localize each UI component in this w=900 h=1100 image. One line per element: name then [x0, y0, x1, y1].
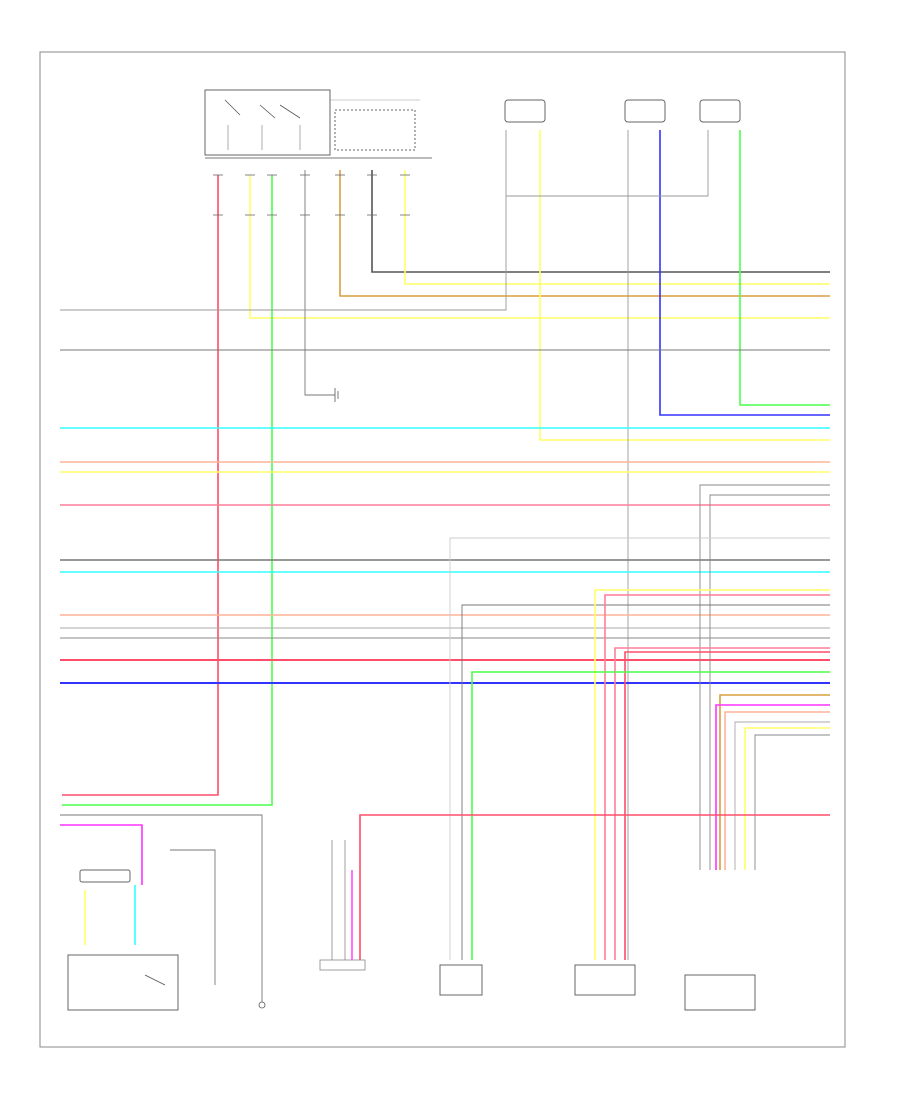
wire-right-lightgray: [449, 537, 830, 960]
wire-right-red: [624, 651, 830, 960]
ground-point: [258, 1001, 266, 1009]
wire-right-gray-low: [754, 734, 830, 870]
wire-gray-bottom: [60, 814, 263, 1005]
wire-right-gray-b: [709, 494, 830, 870]
wire-sensor3-green: [739, 130, 830, 406]
sensor-b: [574, 964, 636, 996]
wire-right-orange: [724, 711, 830, 870]
connector-stubs: [213, 174, 410, 216]
wire-right-green: [471, 671, 830, 960]
sensor-1: [504, 99, 546, 123]
system-select-switch: [67, 869, 179, 1011]
wire-green-main: [62, 175, 273, 806]
wire-tan: [339, 170, 830, 297]
sensor-a: [439, 964, 483, 996]
wire-gray-top: [371, 170, 830, 273]
wires: [60, 130, 830, 1005]
sensor-2: [624, 99, 666, 123]
combination-switch: [204, 89, 432, 159]
ground-symbol: [334, 388, 339, 402]
sensor-3: [699, 99, 741, 123]
wire-right-tan: [719, 694, 830, 870]
wire-right-yellow: [594, 589, 830, 960]
wire-sensor1-left: [60, 130, 507, 311]
wire-magenta-left: [60, 824, 143, 885]
wire-right-pink-a: [604, 594, 830, 960]
wire-right-yellow-b: [744, 727, 830, 870]
wire-gray-ground: [304, 170, 335, 396]
wire-right-pink-b: [614, 647, 830, 960]
wire-sensor1-yellow: [539, 130, 830, 441]
wire-yellow-switch: [249, 175, 830, 319]
wire-sensor2-blue: [659, 130, 830, 416]
wire-red-main: [62, 175, 219, 796]
wire-gray-left: [170, 849, 216, 985]
wire-pink-bottom: [359, 814, 830, 960]
diagram-frame: [39, 51, 846, 1048]
sensor-c: [684, 974, 756, 1011]
wire-right-gray-c: [461, 604, 830, 960]
wire-sensor3-left: [506, 130, 709, 197]
wire-right-magenta: [715, 704, 830, 870]
control-switch: [319, 840, 366, 971]
wire-right-lightgray-b: [734, 721, 830, 870]
wire-yellow-top: [404, 170, 830, 285]
wire-right-gray-a: [699, 484, 830, 870]
